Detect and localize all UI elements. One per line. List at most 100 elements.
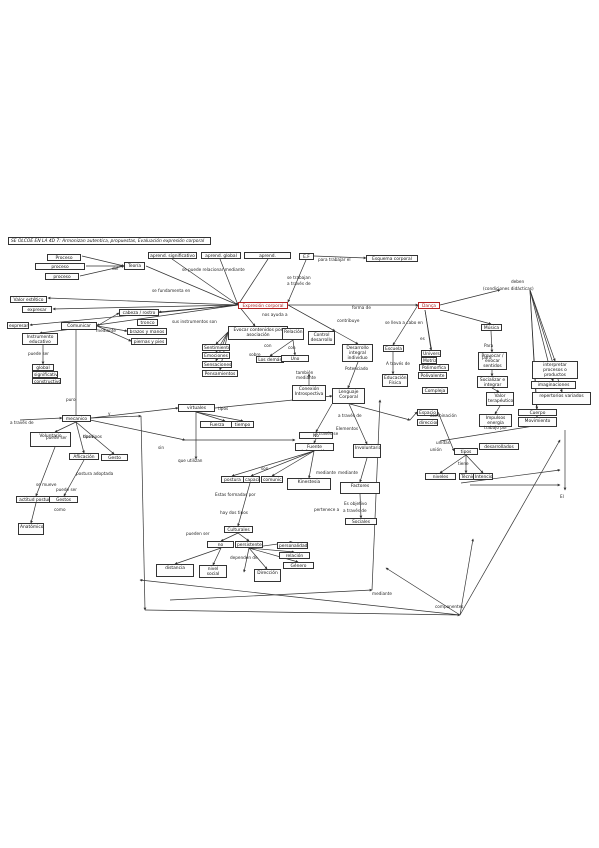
- link-label: mediante: [316, 470, 336, 475]
- connector-line: [439, 454, 467, 474]
- link-label: se trabajan: [287, 275, 311, 280]
- concept-node: nivel social: [199, 565, 227, 578]
- concept-node: no persistentes (personas): [207, 541, 234, 548]
- connector-line: [35, 446, 56, 497]
- link-label: que utilizan: [178, 458, 203, 463]
- link-label: El: [560, 494, 564, 499]
- concept-node: Técnicas: [459, 473, 474, 480]
- connector-line: [90, 406, 179, 419]
- connector-line: [75, 421, 85, 454]
- link-label: como: [54, 507, 66, 512]
- connector-line: [140, 415, 147, 611]
- concept-node: Anatómicos: [18, 523, 44, 535]
- link-label: componentes: [435, 604, 464, 609]
- link-label: se puede relacionar mediante: [182, 267, 245, 272]
- concept-node: Música: [481, 324, 502, 331]
- concept-node: Conexión Introspectiva: [292, 385, 326, 401]
- concept-node: aprend. global: [201, 252, 241, 259]
- connector-line: [348, 403, 368, 445]
- concept-node: significativo: [32, 371, 58, 378]
- connector-line: [243, 547, 250, 573]
- connector-line: [269, 339, 294, 357]
- concept-node: mecanico: [62, 415, 91, 422]
- concept-node: expresar: [7, 322, 29, 329]
- connector-line: [459, 538, 474, 616]
- link-label: también: [296, 370, 314, 375]
- connector-line: [195, 411, 244, 422]
- concept-node: Socializar e integrar: [477, 376, 508, 388]
- connector-line: [237, 532, 250, 542]
- concept-node: global: [32, 364, 54, 371]
- concept-node: Esquema corporal: [366, 255, 418, 262]
- connector-line: [490, 330, 494, 353]
- concept-node: Culturales: [224, 526, 253, 533]
- connector-line: [439, 309, 492, 325]
- concept-node: direcciones: [417, 419, 438, 426]
- concept-node: Factores: [340, 482, 380, 494]
- link-label: combinación: [430, 413, 457, 418]
- connector-line: [237, 258, 269, 306]
- link-label: (condiciones didácticas): [483, 286, 534, 291]
- link-label: con: [288, 345, 296, 350]
- concept-node: Lenguaje Corporal: [332, 388, 365, 404]
- concept-node: aprend. constructivo: [244, 252, 291, 259]
- concept-node: Proceso sinética: [47, 254, 81, 261]
- connector-line: [52, 304, 239, 311]
- link-label: nos ayuda a: [262, 312, 288, 317]
- link-label: a través se: [315, 431, 339, 436]
- concept-node: piernas y pies: [131, 338, 167, 345]
- concept-node: Emociones: [202, 352, 230, 359]
- link-label: son: [261, 466, 269, 471]
- connector-line: [47, 296, 239, 306]
- link-label: a través de: [10, 420, 34, 425]
- connector-line: [491, 387, 500, 393]
- connector-line: [219, 258, 239, 306]
- connector-line: [349, 403, 411, 421]
- link-label: forma de: [352, 305, 371, 310]
- link-label: mediante: [372, 591, 392, 596]
- link-label: sus instrumentos son: [172, 319, 217, 324]
- connector-line: [359, 457, 368, 483]
- connector-line: [231, 450, 315, 477]
- connector-line: [459, 439, 561, 616]
- connector-line: [313, 438, 317, 444]
- map-title: SE OLCOE EN LA 4D 7: Armonizan autentica…: [8, 237, 211, 245]
- concept-node: Desarrollo integral individuo: [342, 344, 373, 362]
- link-label: puro: [66, 397, 76, 402]
- link-label: para trabajar el: [318, 257, 351, 262]
- link-label: hay dos tipos: [220, 510, 248, 515]
- link-label: es: [420, 336, 425, 341]
- concept-node: Valor terapéutico: [486, 392, 514, 406]
- concept-node: Universal: [421, 350, 441, 357]
- connector-line: [292, 339, 297, 356]
- concept-node: Educación Física: [382, 374, 408, 387]
- connector-line: [89, 419, 186, 441]
- concept-node: Motriz: [421, 357, 437, 364]
- link-label: mediante: [96, 328, 116, 333]
- concept-node: Teoría: [124, 262, 145, 270]
- connector-line: [460, 468, 561, 484]
- concept-node: cabeza / rostro: [119, 309, 159, 316]
- link-label: unión: [430, 447, 442, 452]
- link-label: tipos: [218, 406, 229, 411]
- connector-line: [248, 547, 299, 563]
- connector-line: [250, 450, 315, 477]
- link-label: unidas: [436, 440, 450, 445]
- concept-node: Gesto: [101, 454, 128, 461]
- link-label: Estas formadas por: [215, 492, 256, 497]
- connector-line: [271, 450, 315, 477]
- concept-node: tipos: [454, 448, 478, 455]
- concept-node: relación personal: [279, 552, 310, 559]
- concept-node: Kinestesia: [287, 478, 331, 490]
- connector-line: [385, 567, 461, 616]
- concept-node: postura: [221, 476, 244, 483]
- concept-node: persistente (arte): [235, 541, 263, 548]
- concept-node: Dirección: [254, 569, 281, 582]
- connector-line: [287, 259, 307, 303]
- connector-line: [90, 414, 142, 419]
- concept-node: tronco: [137, 319, 158, 326]
- concept-node: desarrollados: [479, 443, 519, 450]
- concept-node: aprend. significativo: [148, 252, 197, 259]
- concept-node: Instrumento educativo: [22, 333, 58, 345]
- connector-line: [215, 331, 229, 345]
